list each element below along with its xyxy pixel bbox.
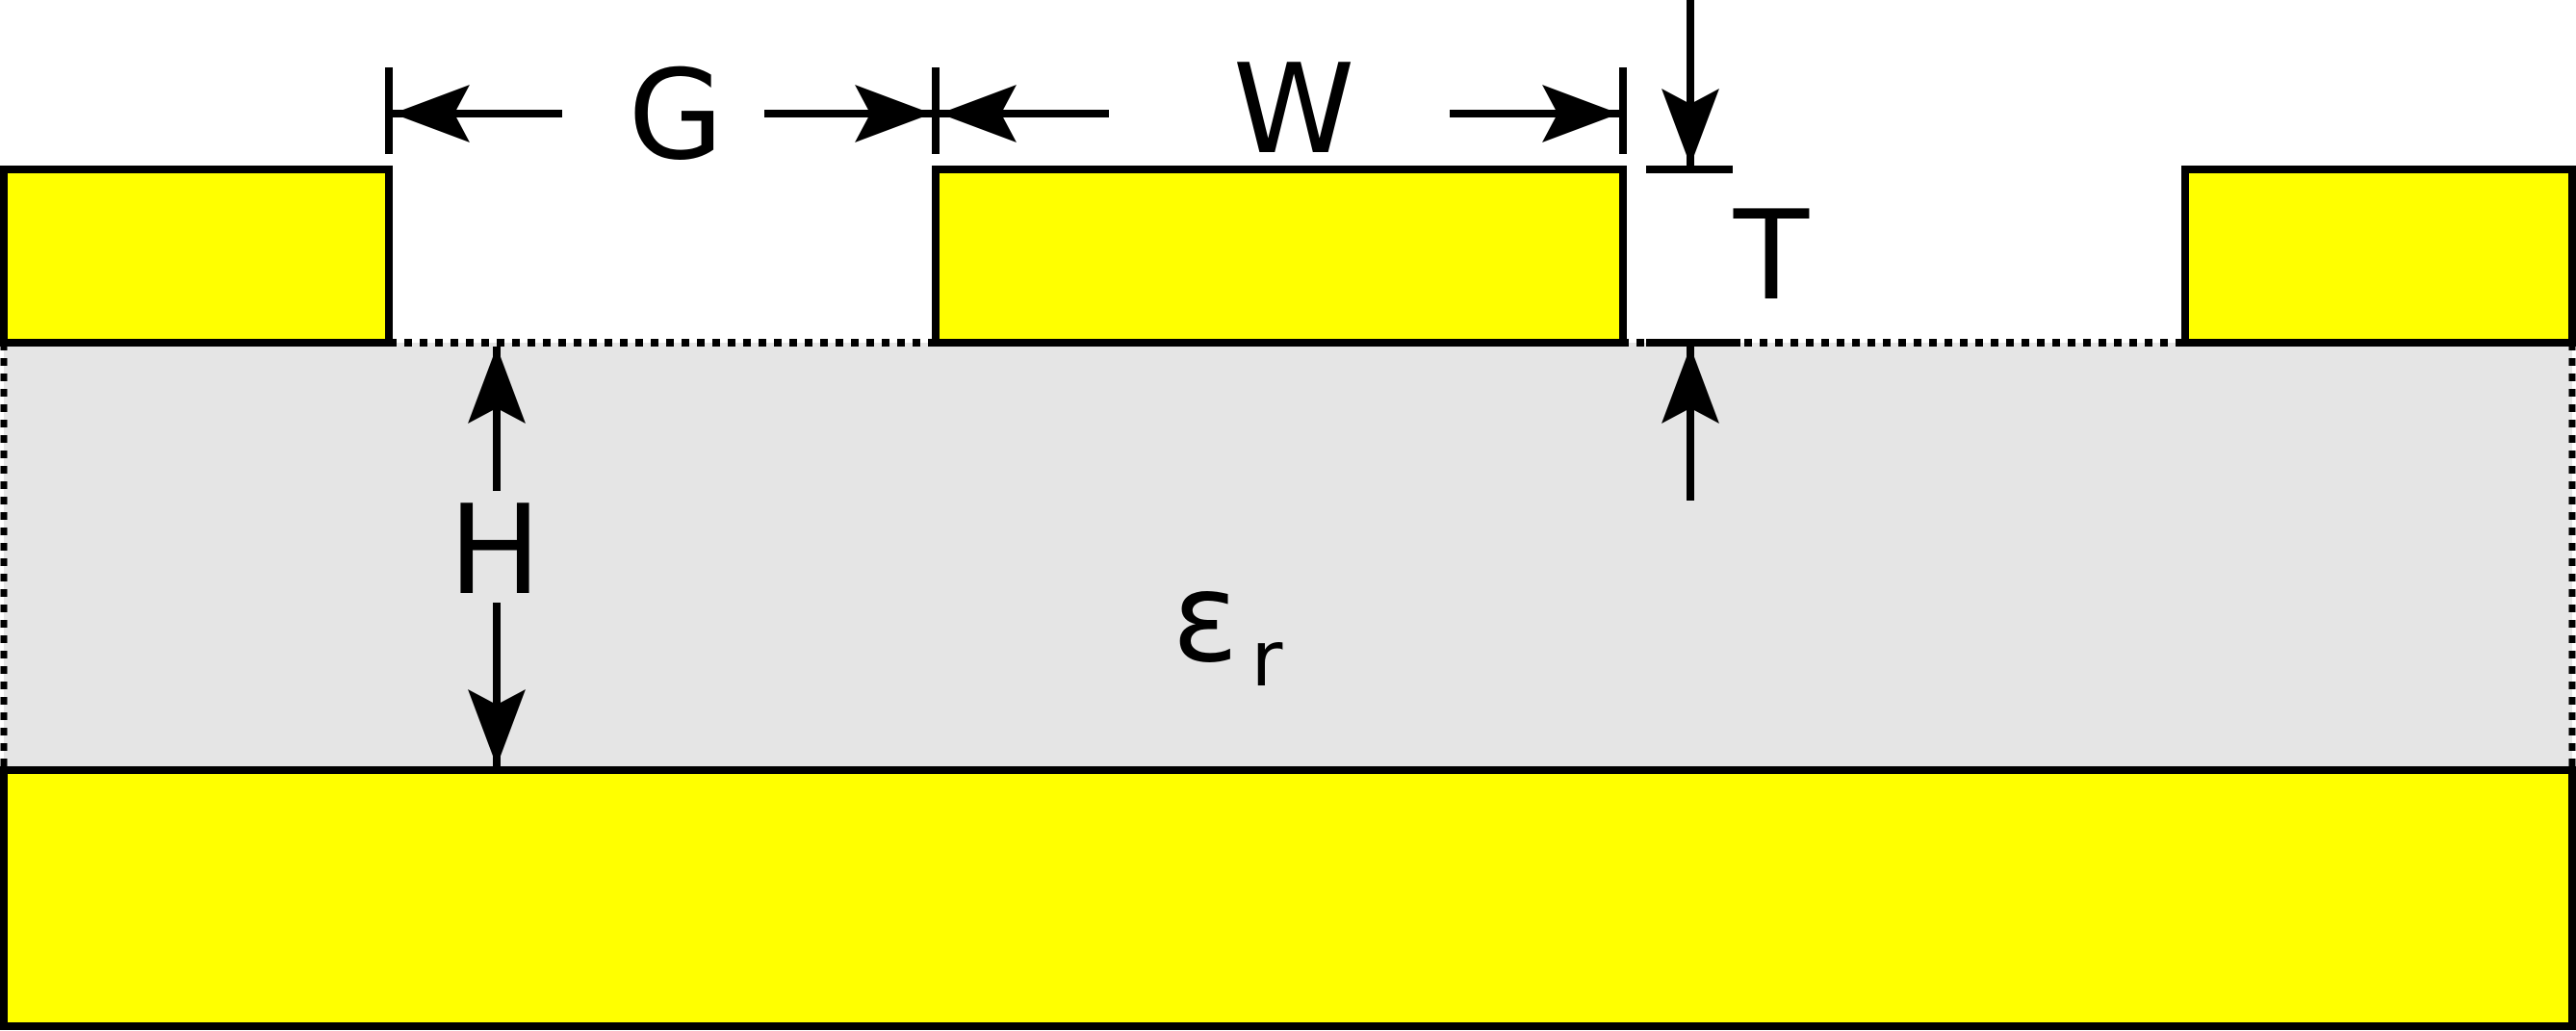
thickness-dimension: T — [1646, 0, 1810, 501]
gap-dimension: G — [385, 44, 940, 188]
right-ground-conductor — [2181, 166, 2576, 347]
permittivity-label: ε r — [1172, 547, 1282, 704]
left-ground-conductor — [0, 166, 393, 347]
dielectric-substrate — [4, 343, 2572, 768]
thickness-label: T — [1733, 185, 1810, 328]
width-label: W — [1233, 39, 1355, 182]
height-dimension: H — [449, 347, 541, 766]
bottom-ground-plane — [0, 766, 2576, 1030]
center-signal-conductor — [932, 166, 1627, 347]
permittivity-subscript: r — [1251, 614, 1283, 704]
height-label: H — [449, 479, 541, 623]
width-dimension: W — [940, 39, 1627, 182]
gap-label: G — [628, 44, 723, 188]
permittivity-symbol: ε — [1172, 547, 1238, 690]
